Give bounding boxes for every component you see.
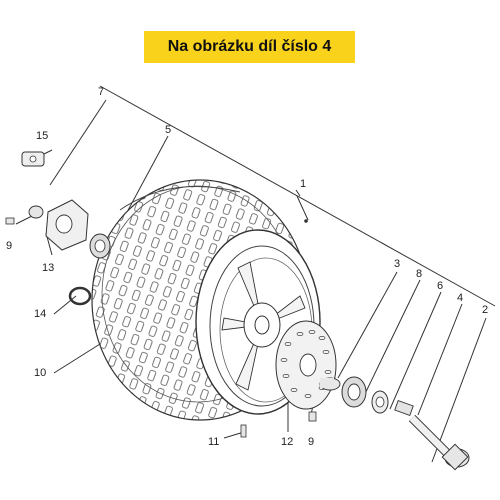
callout-14: 14 <box>34 308 47 320</box>
spacer-bush <box>319 377 341 391</box>
callout-6: 6 <box>437 280 444 292</box>
bearing <box>341 376 367 408</box>
callout-7: 7 <box>98 86 105 98</box>
speedometer-drive <box>28 199 89 251</box>
callout-9-left: 9 <box>6 240 13 252</box>
callout-12: 12 <box>281 436 294 448</box>
screw-bottom <box>308 411 317 422</box>
screw-left <box>5 217 15 225</box>
callout-4: 4 <box>457 292 464 304</box>
brake-disc <box>275 320 337 410</box>
callout-2: 2 <box>482 304 489 316</box>
wheel-axle <box>408 414 470 471</box>
clip-part-15 <box>21 151 45 167</box>
callout-8: 8 <box>416 268 423 280</box>
title-banner: Na obrázku díl číslo 4 <box>144 31 355 63</box>
hose-clamp <box>68 286 92 306</box>
callout-5: 5 <box>165 124 172 136</box>
reference-dot <box>304 219 308 223</box>
banner-title: Na obrázku díl číslo 4 <box>167 38 332 55</box>
callout-15: 15 <box>36 130 49 142</box>
callout-13: 13 <box>42 262 55 274</box>
callout-1: 1 <box>300 178 307 190</box>
callout-3: 3 <box>394 258 401 270</box>
callout-9-bottom: 9 <box>308 436 315 448</box>
callout-11: 11 <box>208 436 220 448</box>
oil-seal <box>89 233 111 259</box>
ring-seal <box>371 390 389 414</box>
valve-part-11 <box>240 424 247 438</box>
callout-10: 10 <box>34 367 47 379</box>
spacer-part-4 <box>394 399 414 417</box>
leader-lines <box>15 85 496 463</box>
